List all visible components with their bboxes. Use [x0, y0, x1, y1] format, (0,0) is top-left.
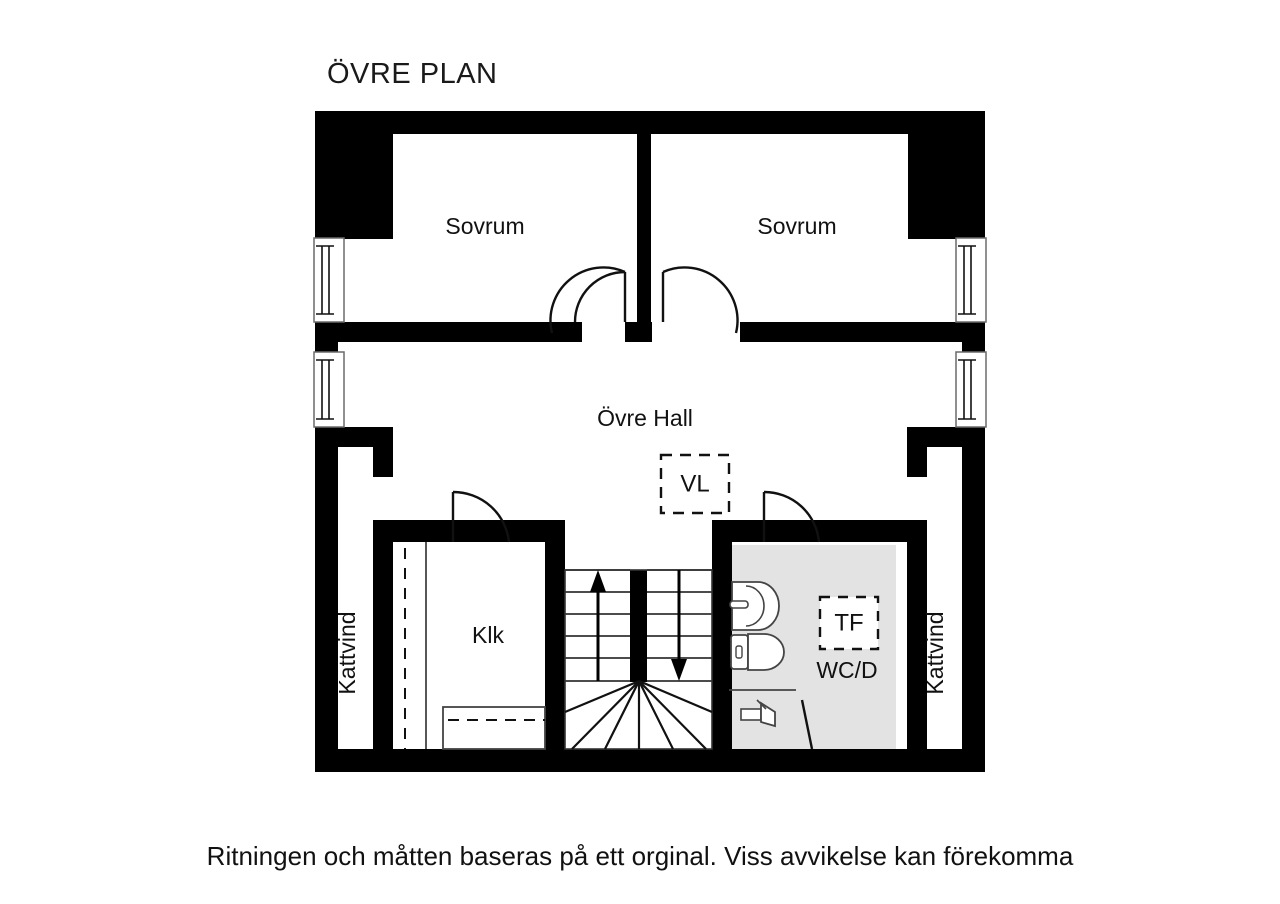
window-left-upper — [313, 237, 345, 323]
wc-walls — [712, 520, 927, 749]
washbasin-fixture — [729, 581, 780, 631]
window-left-lower — [313, 351, 345, 428]
top-corner-walls — [315, 111, 985, 239]
shower-head-fixture — [740, 699, 776, 728]
stair-up-arrow — [590, 570, 606, 681]
window-right-lower — [955, 351, 987, 428]
room-label-kattvind-left: Kattvind — [334, 611, 360, 694]
room-label-sovrum-right: Sovrum — [757, 213, 836, 239]
door-sovrum-right — [661, 266, 739, 334]
bedroom-hall-wall — [315, 322, 985, 342]
room-label-ovre-hall: Övre Hall — [597, 405, 693, 431]
room-label-sovrum-left: Sovrum — [445, 213, 524, 239]
door-wc — [762, 490, 821, 543]
door-klk — [451, 490, 511, 543]
shower-enclosure-line — [800, 699, 814, 750]
tf-box: TF — [818, 595, 880, 651]
bedroom-partition-wall — [637, 125, 651, 340]
vl-box: VL — [659, 453, 731, 515]
klk-walls — [373, 520, 565, 749]
stair-down-arrow — [671, 570, 687, 681]
staircase — [564, 569, 713, 750]
door-sovrum-left — [549, 266, 627, 334]
room-label-klk: Klk — [472, 622, 504, 648]
drawing-disclaimer-caption: Ritningen och måtten baseras på ett orgi… — [206, 841, 1074, 871]
tf-box-label: TF — [834, 609, 863, 636]
toilet-fixture — [730, 633, 785, 671]
page-title: ÖVRE PLAN — [327, 58, 498, 90]
window-right-upper — [955, 237, 987, 323]
room-label-wc-d: WC/D — [816, 657, 877, 683]
stair-shaft-walls — [630, 570, 647, 682]
vl-box-label: VL — [680, 470, 709, 497]
room-label-kattvind-right: Kattvind — [922, 611, 948, 694]
klk-interior-details — [404, 542, 546, 750]
